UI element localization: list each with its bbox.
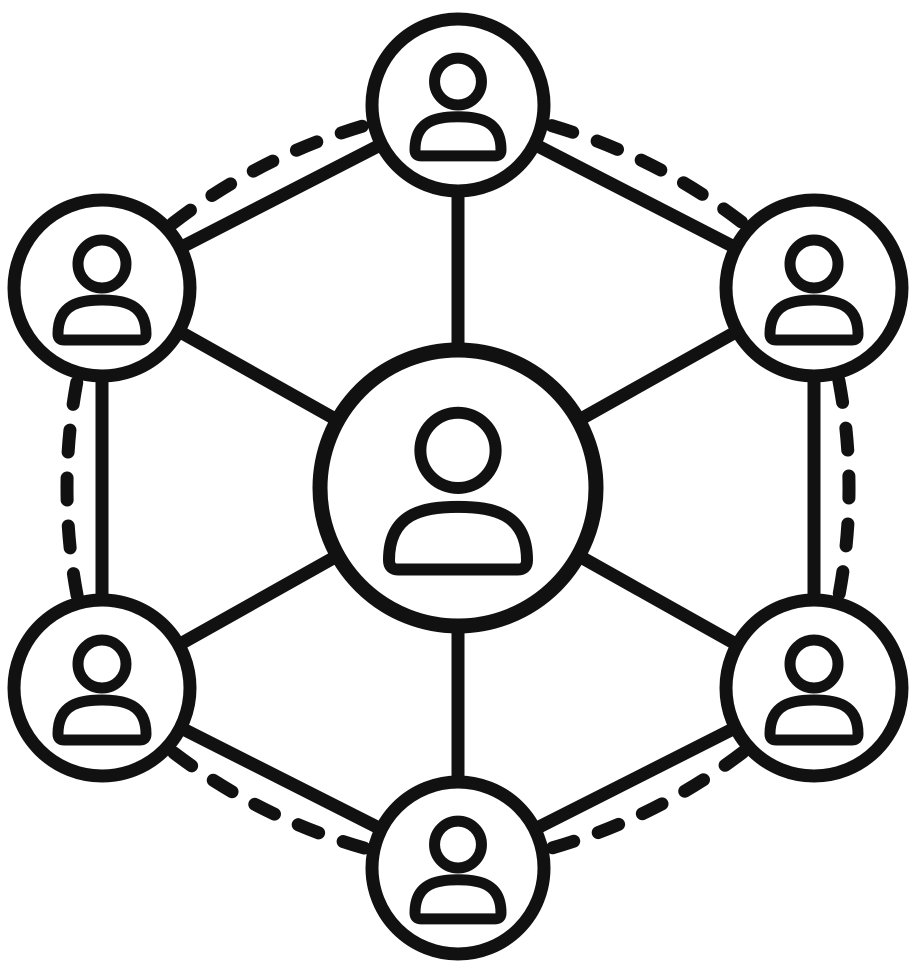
person-node-top bbox=[365, 12, 551, 198]
person-icon bbox=[383, 406, 533, 576]
person-head bbox=[784, 634, 844, 694]
person-icon bbox=[409, 52, 507, 162]
person-body bbox=[764, 694, 864, 746]
center-person-node bbox=[312, 342, 604, 634]
person-icon bbox=[52, 234, 152, 346]
person-nodes bbox=[7, 12, 909, 961]
person-icon bbox=[409, 815, 507, 925]
person-body bbox=[409, 111, 507, 162]
person-node-upper-right bbox=[719, 193, 909, 383]
person-node-lower-right bbox=[719, 593, 909, 783]
person-icon bbox=[764, 234, 864, 346]
person-head bbox=[72, 634, 132, 694]
person-head bbox=[429, 52, 487, 111]
person-body bbox=[52, 694, 152, 746]
person-head bbox=[429, 815, 487, 874]
person-body bbox=[52, 294, 152, 346]
person-head bbox=[784, 234, 844, 294]
person-node-upper-left bbox=[7, 193, 197, 383]
person-head bbox=[72, 234, 132, 294]
person-node-lower-left bbox=[7, 593, 197, 783]
person-icon bbox=[52, 634, 152, 746]
person-body bbox=[383, 500, 533, 576]
person-node-bottom bbox=[365, 775, 551, 961]
person-icon bbox=[764, 634, 864, 746]
person-body bbox=[409, 874, 507, 925]
person-head bbox=[414, 406, 502, 495]
person-body bbox=[764, 294, 864, 346]
